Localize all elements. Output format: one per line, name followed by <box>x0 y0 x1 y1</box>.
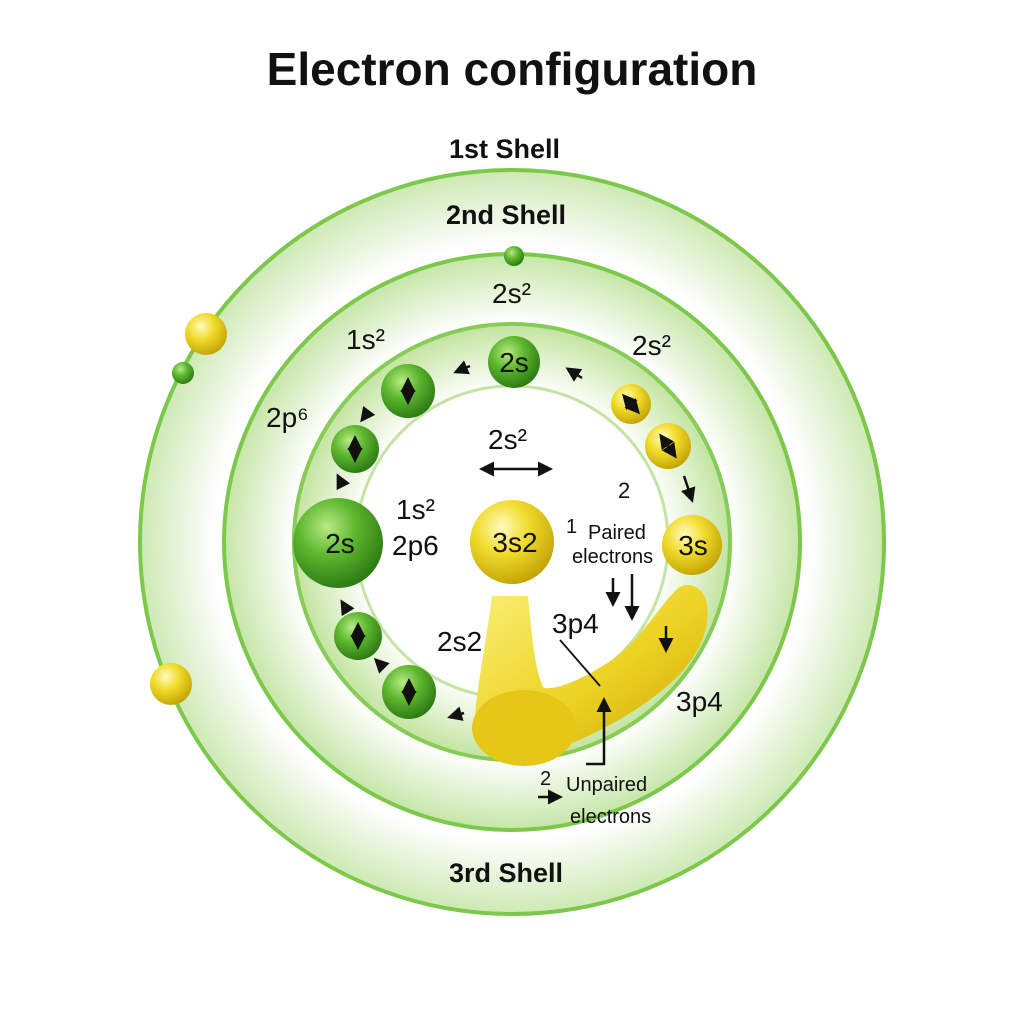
label-left-2p6: 2p⁶ <box>266 402 309 433</box>
spin-arrow-6 <box>659 433 677 459</box>
label-top-2s2: 2s² <box>492 278 531 309</box>
orbital-right-3s <box>662 515 722 575</box>
orbital-center-3s2-label: 3s2 <box>492 527 537 558</box>
spin-arrow-5 <box>622 393 640 415</box>
electron-yellow-outer-top <box>185 313 227 355</box>
electron-green-outer <box>172 362 194 384</box>
label-lower-2s2: 2s2 <box>437 626 483 657</box>
orbital-top-2s-label: 2s <box>499 347 529 378</box>
label-outer-3p4: 3p4 <box>676 686 723 717</box>
flow-arrow-left-2 <box>336 473 351 491</box>
electron-yellow-outer-bottom <box>150 663 192 705</box>
label-center-1s2: 1s² <box>396 494 435 525</box>
paired-label-line1: Paired <box>588 522 646 544</box>
unpaired-number: 2 <box>540 768 552 790</box>
second-shell-label: 2nd Shell <box>446 200 567 230</box>
paired-number: 1 <box>566 516 578 538</box>
flow-arrow-top-left <box>453 360 471 375</box>
page-title: Electron configuration <box>266 43 758 95</box>
flow-arrow-bottom <box>447 706 465 721</box>
orbital-left-2s-label: 2s <box>325 528 355 559</box>
first-shell-label: 1st Shell <box>449 134 561 164</box>
label-right-3p4: 3p4 <box>552 608 599 639</box>
electron-green-top <box>504 246 524 266</box>
label-center-2p6: 2p6 <box>392 530 439 561</box>
paired-label-line2: electrons <box>572 546 654 568</box>
label-right-2: 2 <box>618 478 631 503</box>
label-center-2s2: 2s² <box>488 424 527 455</box>
flow-arrow-right <box>681 475 696 503</box>
flow-arrow-left-4 <box>373 657 390 674</box>
p-orbital-lobe <box>470 500 708 766</box>
flow-arrow-top-right <box>565 367 583 382</box>
unpaired-label-line1: Unpaired <box>566 774 648 796</box>
orbital-left-2s <box>293 498 383 588</box>
label-right-2s2: 2s² <box>632 330 671 361</box>
label-left-1s2: 1s² <box>346 324 385 355</box>
flow-arrow-left-3 <box>340 599 355 617</box>
unpaired-pointer <box>586 697 612 766</box>
flow-arrow-left-1 <box>360 405 376 423</box>
pointer-3p4 <box>559 639 601 687</box>
third-shell-label: 3rd Shell <box>449 858 564 888</box>
orbital-top-2s <box>488 336 540 388</box>
orbital-right-3s-label: 3s <box>678 530 708 561</box>
unpaired-label-line2: electrons <box>570 806 652 828</box>
